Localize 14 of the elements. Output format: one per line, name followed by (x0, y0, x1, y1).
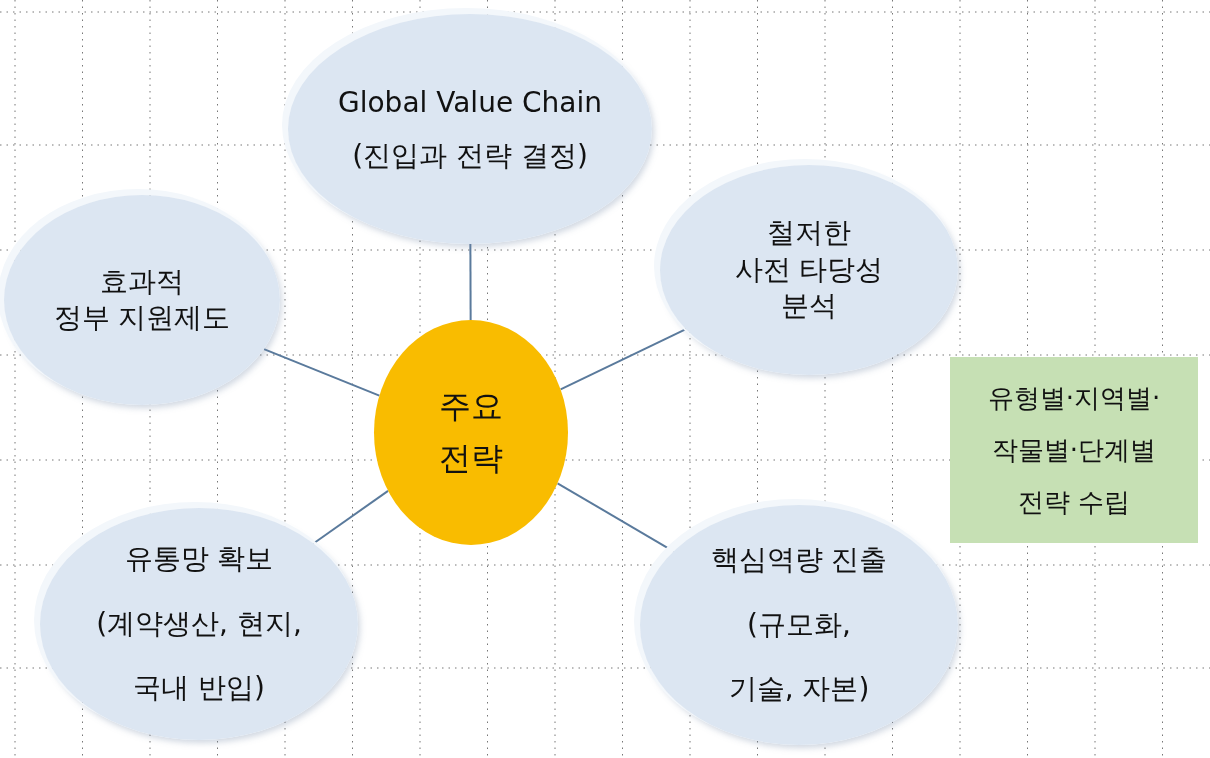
node-text: 핵심역량 진출 (710, 542, 888, 579)
connector-line (559, 328, 687, 391)
node-text: (진입과 전략 결정) (352, 138, 588, 174)
node-text: 철저한 사전 타당성 분석 (734, 215, 884, 325)
connector-line (469, 243, 472, 321)
node-text: 효과적 정부 지원제도 (53, 263, 231, 336)
note-box (950, 357, 1198, 543)
node-text: 주요 전략 (439, 386, 503, 479)
connector-line (262, 348, 381, 397)
node-text: Global Value Chain (338, 84, 602, 121)
node-text: (계약생산, 현지, 국내 반입) (96, 605, 302, 707)
node-text: 유통망 확보 (124, 541, 274, 578)
node-text: (규모화, 기술, 자본) (728, 606, 870, 708)
node-text: 유형별·지역별· 작물별·단계별 전략 수립 (987, 382, 1161, 519)
